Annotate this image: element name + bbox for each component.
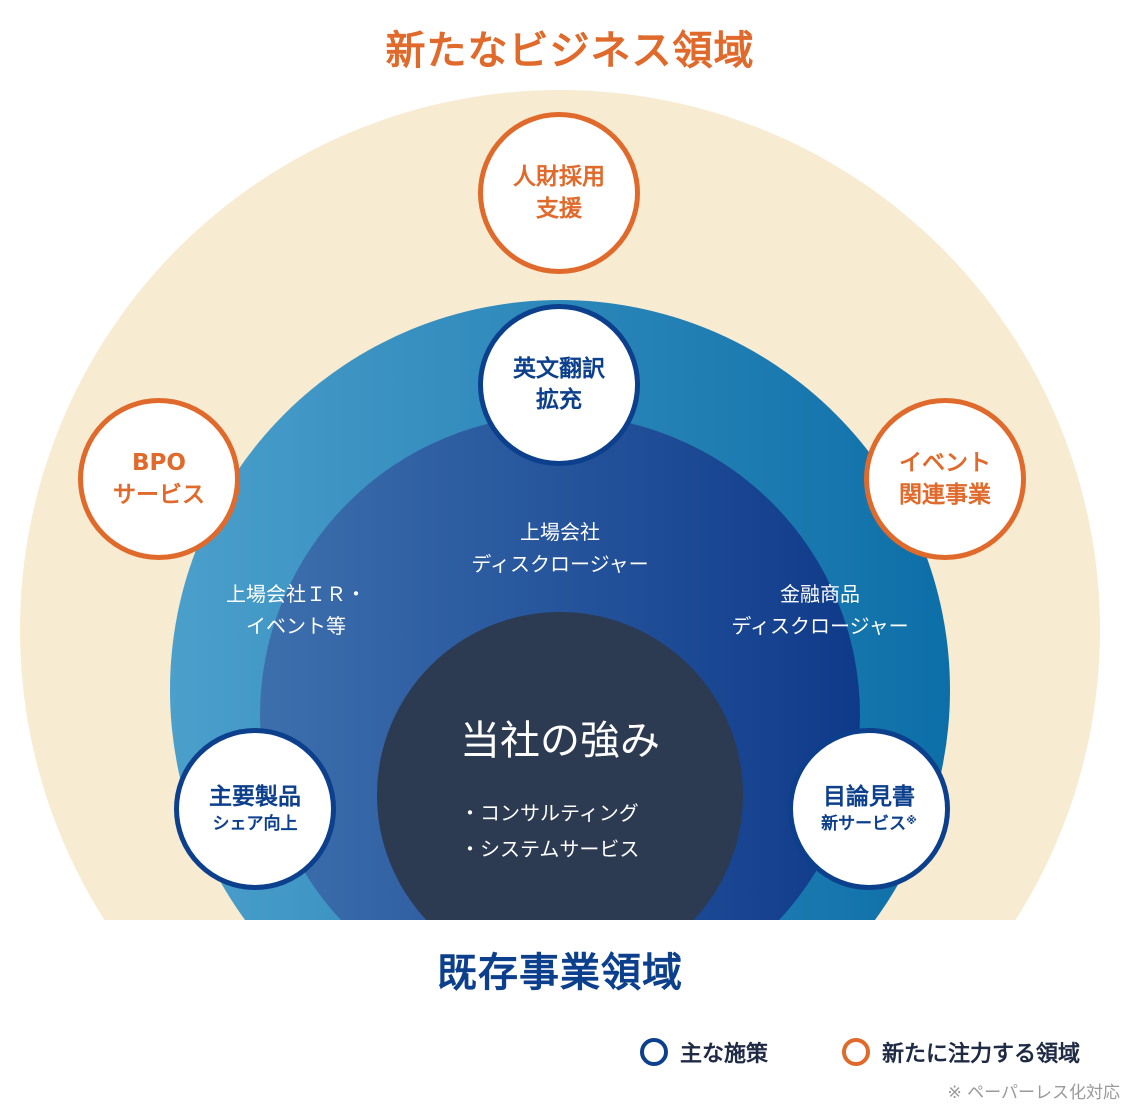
bubble-english-translation: 英文翻訳 拡充 (478, 304, 640, 466)
bubble-hr-recruitment-support: 人財採用 支援 (478, 112, 640, 274)
legend-new-focus: 新たに注力する領域 (842, 1036, 1080, 1068)
orange-ring-icon (842, 1038, 870, 1066)
core-item-consulting: ・コンサルティング (460, 801, 639, 825)
blue-ring-icon (640, 1038, 668, 1066)
core-strength-circle (377, 612, 743, 920)
ring-label-listed-disclosure: 上場会社 ディスクロージャー (471, 520, 649, 576)
bubble-prospectus-service: 目論見書 新サービス※ (788, 728, 950, 890)
new-business-area-title: 新たなビジネス領域 (385, 28, 755, 74)
legend-main-measures: 主な施策 (640, 1036, 768, 1068)
ring-label-financial-disclosure: 金融商品 ディスクロージャー (731, 582, 909, 638)
ring-label-ir-events: 上場会社ＩＲ・ イベント等 (226, 582, 366, 638)
bubble-bpo-service: BPO サービス (78, 398, 240, 560)
core-strength-title: 当社の強み (460, 718, 660, 764)
core-strength-list: ・コンサルティング ・システムサービス (460, 795, 639, 867)
bubble-main-product-share: 主要製品 シェア向上 (174, 728, 336, 890)
bubble-event-business: イベント 関連事業 (864, 398, 1026, 560)
paperless-note: ※ ペーパーレス化対応 (947, 1083, 1120, 1103)
existing-business-area-title: 既存事業領域 (437, 950, 683, 996)
core-item-system-service: ・システムサービス (460, 837, 640, 861)
